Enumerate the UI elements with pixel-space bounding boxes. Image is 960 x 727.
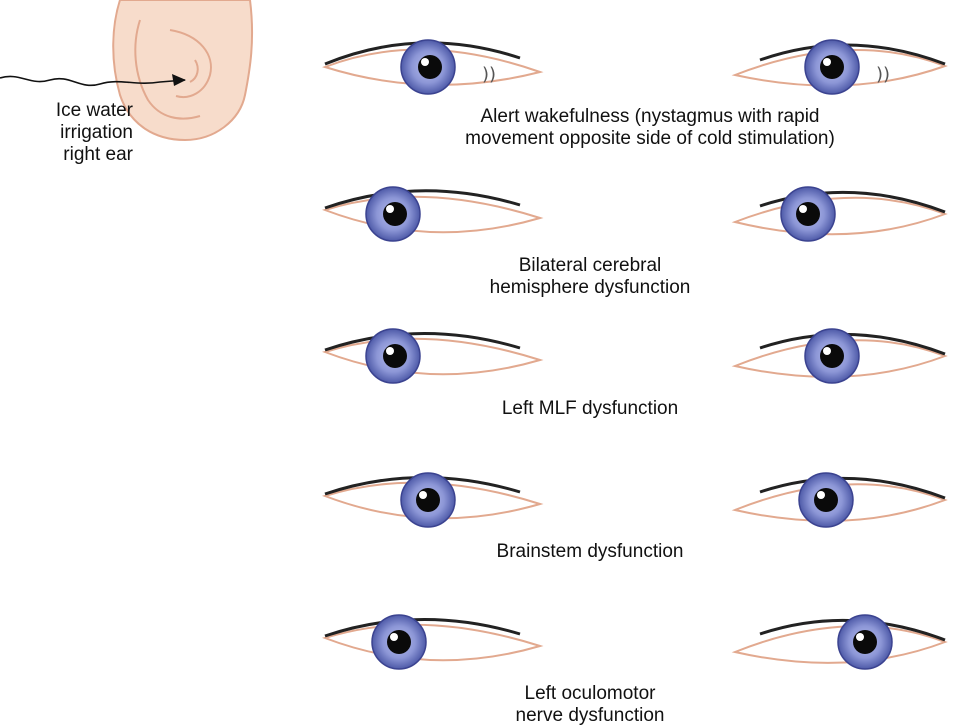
caption-brainstem: Brainstem dysfunction	[330, 541, 850, 563]
row-5-right-eye	[731, 614, 948, 670]
ice-water-ear-illustration: Ice water irrigation right ear	[0, 0, 270, 165]
row-4-left-eye	[321, 472, 544, 528]
row-3-eyes	[321, 328, 948, 384]
caption-bilateral-cerebral: Bilateral cerebral hemisphere dysfunctio…	[330, 255, 850, 299]
caption-line: nerve dysfunction	[515, 705, 665, 726]
row-2-eyes	[321, 186, 948, 242]
row-5-eyes	[321, 614, 948, 670]
arrow-line	[0, 75, 186, 87]
eye-pairs-diagram: )) ))	[321, 39, 948, 670]
row-2-left-eye	[321, 186, 544, 242]
caption-line: Left oculomotor	[524, 683, 656, 704]
row-5-left-eye	[321, 614, 544, 670]
caption-left-mlf: Left MLF dysfunction	[330, 398, 850, 420]
ear-icon	[0, 0, 254, 142]
caption-line: hemisphere dysfunction	[489, 277, 691, 298]
row-1-left-eye: ))	[321, 39, 544, 95]
caption-line: Alert wakefulness (nystagmus with rapid	[480, 106, 820, 127]
row-2-right-eye	[731, 186, 948, 242]
stimulus-label-line: Ice water	[55, 100, 133, 121]
caption-alert-wakefulness: Alert wakefulness (nystagmus with rapid …	[340, 106, 960, 150]
row-1-right-eye: ))	[731, 39, 948, 95]
row-1-eyes: )) ))	[321, 39, 948, 95]
nystagmus-marks: ))	[482, 64, 496, 85]
caption-left-oculomotor: Left oculomotor nerve dysfunction	[330, 683, 850, 727]
row-4-eyes	[321, 472, 948, 528]
stimulus-label: Ice water irrigation right ear	[0, 100, 133, 166]
nystagmus-marks: ))	[876, 64, 890, 85]
caption-line: Brainstem dysfunction	[496, 541, 684, 562]
row-3-left-eye	[321, 328, 544, 384]
row-3-right-eye	[731, 328, 948, 384]
arrow-head-icon	[172, 74, 186, 86]
stimulus-label-line: irrigation	[60, 122, 133, 143]
stimulus-label-line: right ear	[63, 144, 133, 165]
caption-line: movement opposite side of cold stimulati…	[465, 128, 835, 149]
caption-line: Left MLF dysfunction	[501, 398, 679, 419]
row-4-right-eye	[731, 472, 948, 528]
caption-line: Bilateral cerebral	[518, 255, 662, 276]
